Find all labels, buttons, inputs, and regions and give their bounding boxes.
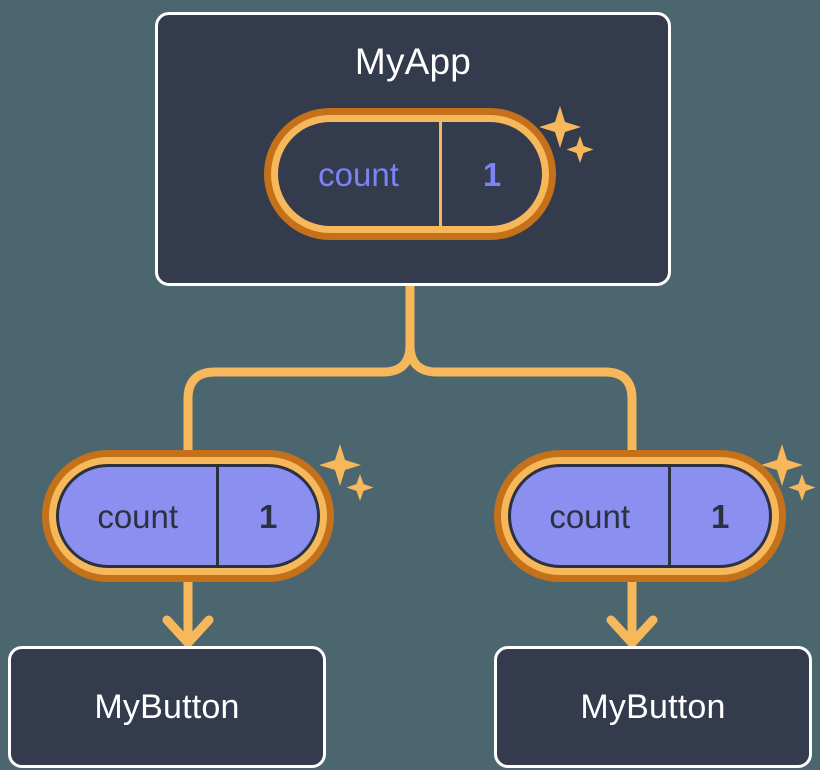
signal-name: count [511, 467, 672, 565]
mybutton-card-right[interactable]: MyButton [494, 646, 812, 768]
down-arrow-icon [606, 615, 658, 648]
signal-pill-right[interactable]: count 1 [494, 450, 786, 582]
pill-inner-ring: count 1 [501, 457, 779, 575]
myapp-title: MyApp [354, 41, 472, 82]
mybutton-card-left[interactable]: MyButton [8, 646, 326, 768]
down-arrow-icon [162, 615, 214, 648]
signal-pill-myapp[interactable]: count 1 [264, 108, 556, 240]
tree-branch-connector [183, 281, 415, 460]
pill-body: count 1 [508, 464, 772, 568]
pill-inner-ring: count 1 [271, 115, 549, 233]
signal-pill-left[interactable]: count 1 [42, 450, 334, 582]
pill-body: count 1 [278, 122, 542, 226]
signal-name: count [59, 467, 220, 565]
signal-value: 1 [259, 497, 278, 535]
mybutton-title: MyButton [94, 688, 240, 726]
signal-value: 1 [711, 497, 730, 535]
signal-value: 1 [482, 155, 502, 193]
pill-inner-ring: count 1 [49, 457, 327, 575]
mybutton-title: MyButton [580, 688, 726, 726]
pill-body: count 1 [56, 464, 320, 568]
signal-name: count [278, 122, 443, 226]
tree-branch-connector [405, 340, 637, 460]
